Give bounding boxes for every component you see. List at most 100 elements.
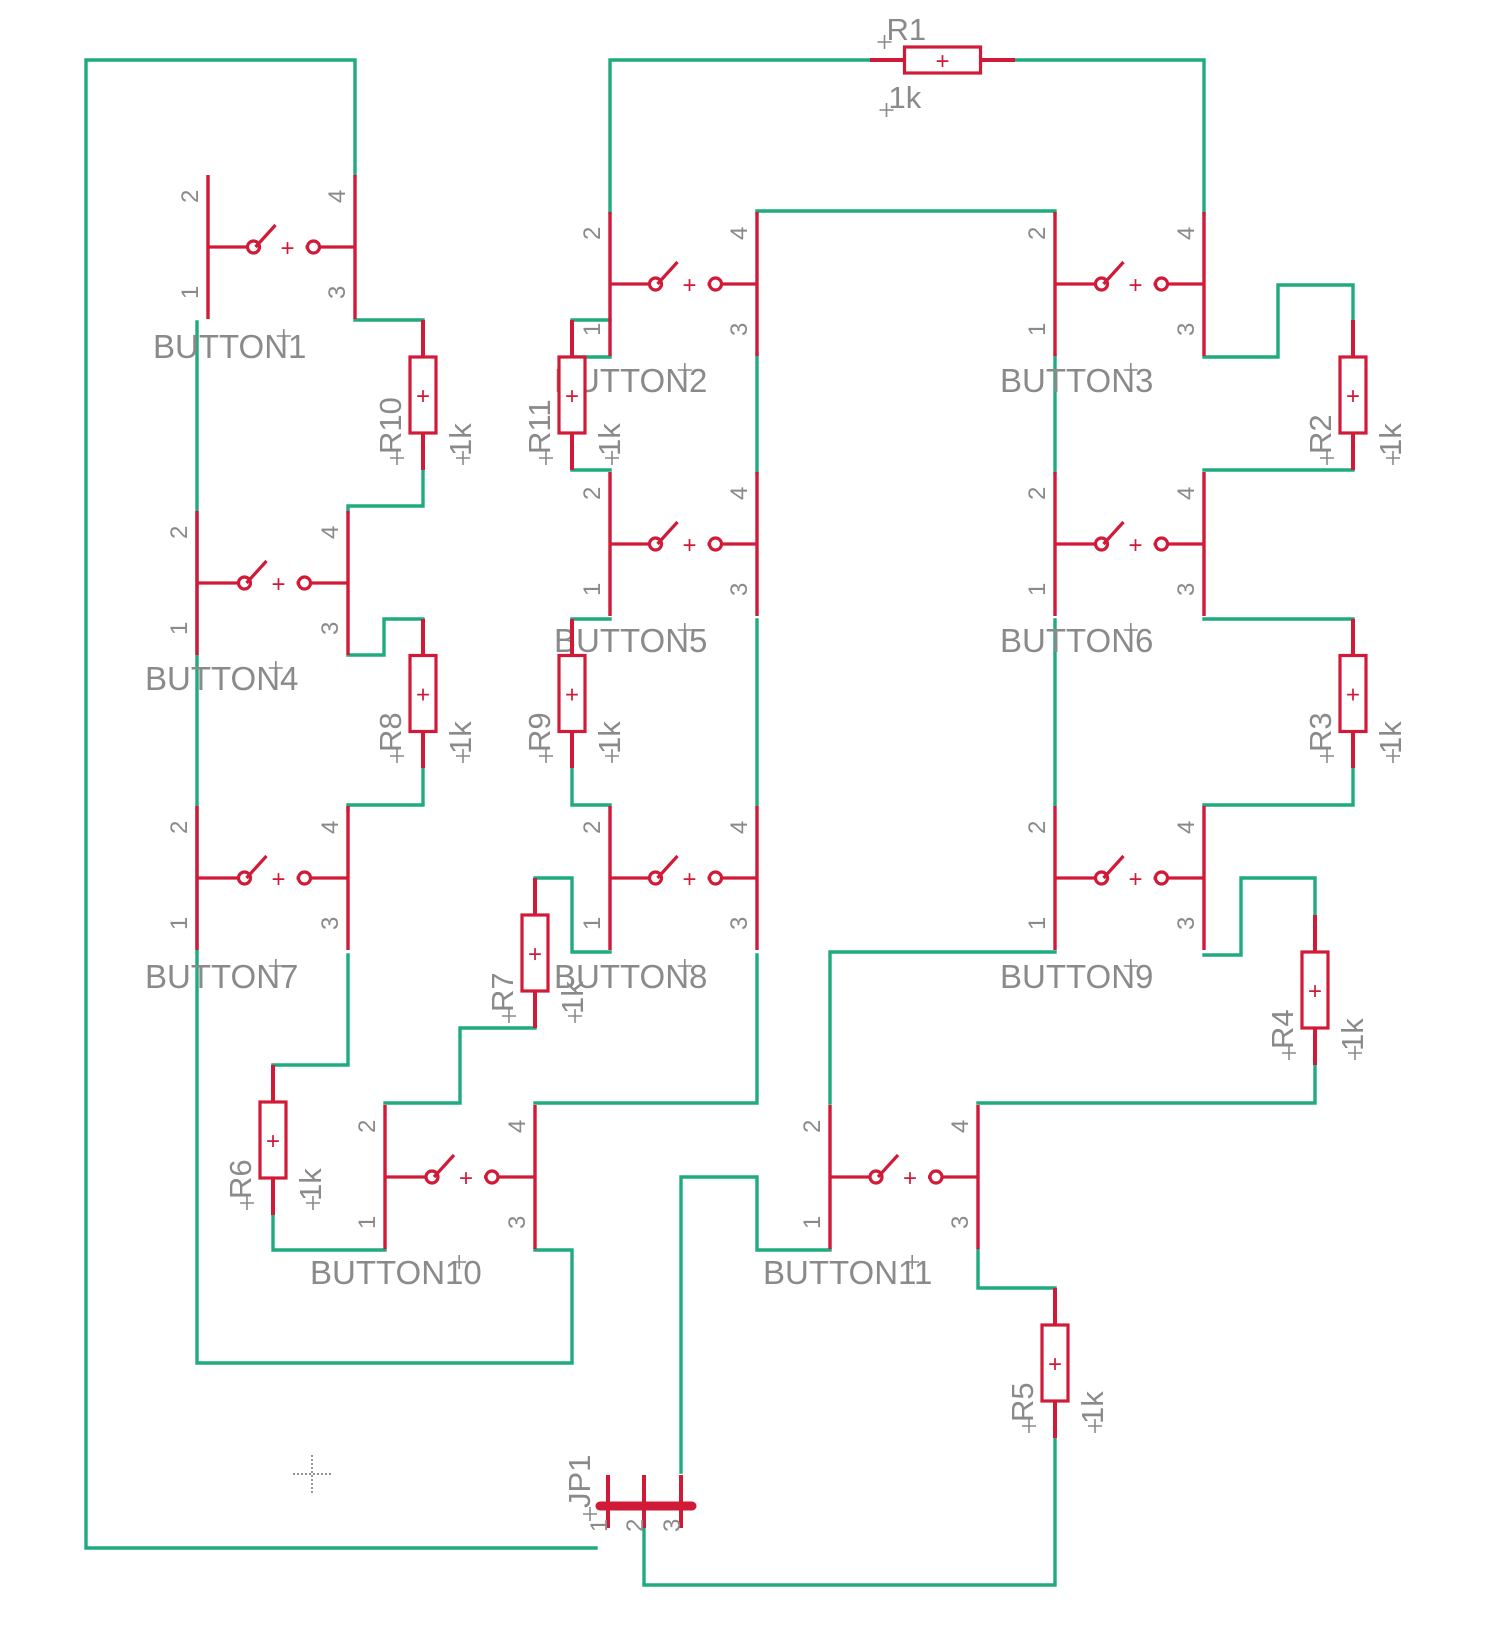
pin-number: 4	[726, 821, 753, 834]
pin-number: 3	[317, 917, 344, 930]
button-actuator	[245, 854, 268, 880]
wire-r10-b4	[346, 468, 425, 514]
pin-number: 2	[1024, 227, 1051, 240]
resistor-name: R3	[1303, 712, 1338, 752]
origin-mark	[1088, 1419, 1102, 1433]
button-contact	[296, 575, 313, 591]
button-contact	[305, 239, 322, 255]
origin-mark	[905, 1255, 920, 1269]
origin-mark	[877, 35, 892, 49]
button-origin: +	[459, 1165, 473, 1192]
wire-b10-b8	[533, 953, 759, 1105]
origin-mark	[1123, 623, 1138, 637]
button-contact	[928, 1169, 944, 1185]
resistor-value: 1k	[1075, 1391, 1110, 1424]
origin-mark	[1123, 363, 1138, 377]
origin-mark	[1386, 749, 1400, 763]
origin-mark	[677, 623, 692, 637]
pin-number: 4	[1173, 821, 1200, 834]
pin-number: 1	[579, 323, 606, 336]
pin-number: 3	[1173, 917, 1200, 930]
pin-number: 2	[177, 190, 204, 203]
origin-mark	[677, 959, 692, 973]
origin-mark	[677, 363, 692, 377]
resistor-body	[408, 355, 438, 435]
button-label: BUTTON9	[1000, 958, 1153, 995]
origin-mark	[276, 329, 291, 343]
button-label: BUTTON10	[310, 1254, 482, 1291]
pin-number: 4	[947, 1120, 974, 1133]
button-contact	[484, 1169, 500, 1185]
resistor-origin: +	[565, 383, 579, 410]
origin-mark	[879, 103, 894, 117]
wire-left-common-loop	[195, 320, 574, 1365]
origin-mark	[605, 749, 619, 763]
pin-number: 1	[1024, 583, 1051, 596]
pin-number: 1	[166, 917, 193, 930]
button-origin: +	[1129, 532, 1143, 559]
origin-mark	[583, 1507, 597, 1521]
origin-mark	[1320, 451, 1334, 465]
resistor-name: R1	[887, 12, 927, 47]
pin-number: 1	[1024, 917, 1051, 930]
origin-mark	[1320, 749, 1334, 763]
button-origin: +	[281, 235, 295, 262]
resistor-value: 1k	[1335, 1018, 1370, 1051]
origin-mark	[1022, 1419, 1036, 1433]
button-actuator	[1102, 520, 1125, 546]
resistor-origin: +	[1308, 978, 1322, 1005]
button-actuator	[1102, 854, 1125, 880]
pin-number: 3	[324, 286, 351, 299]
origin-mark	[268, 661, 283, 675]
resistor-body	[557, 653, 587, 734]
button-label: BUTTON4	[145, 660, 298, 697]
pin-number: 4	[504, 1120, 531, 1133]
resistor-value: 1k	[443, 423, 478, 456]
pin-number: 3	[726, 323, 753, 336]
resistor-value: 1k	[293, 1168, 328, 1201]
origin-mark	[539, 749, 553, 763]
pin-number: 1	[799, 1216, 826, 1229]
wire-b4-r8	[346, 617, 425, 657]
resistor-origin: +	[936, 48, 950, 75]
resistor-name: R8	[373, 712, 408, 752]
button-origin: +	[683, 866, 697, 893]
button-label: BUTTON7	[145, 958, 298, 995]
button-contact	[296, 870, 313, 886]
button-actuator	[656, 854, 679, 880]
resistor-origin: +	[1346, 682, 1360, 709]
resistor-r8: + R8 1k	[373, 619, 478, 768]
button-origin: +	[1129, 272, 1143, 299]
resistor-value: 1k	[1373, 423, 1408, 456]
pin-number: 4	[317, 821, 344, 834]
resistor-body	[902, 45, 983, 75]
resistor-origin: +	[1346, 383, 1360, 410]
pin-number: 1	[166, 622, 193, 635]
resistor-origin: +	[416, 383, 430, 410]
button-origin: +	[1129, 866, 1143, 893]
resistor-origin: +	[565, 682, 579, 709]
wire-jp1-pin1-outer-loop	[84, 58, 598, 1550]
resistor-origin: +	[1048, 1351, 1062, 1378]
button-label: BUTTON8	[554, 958, 707, 995]
pin-number: 2	[799, 1120, 826, 1133]
resistor-name: R7	[485, 972, 520, 1012]
resistor-value: 1k	[443, 721, 478, 754]
pin-number: 3	[504, 1216, 531, 1229]
connector-pin-number: 3	[659, 1519, 686, 1532]
pin-number: 3	[1173, 323, 1200, 336]
pin-number: 2	[354, 1120, 381, 1133]
wire-r4-b11	[976, 1063, 1317, 1105]
resistor-origin: +	[416, 682, 430, 709]
pin-number: 4	[317, 526, 344, 539]
connector-name: JP1	[562, 1455, 597, 1508]
